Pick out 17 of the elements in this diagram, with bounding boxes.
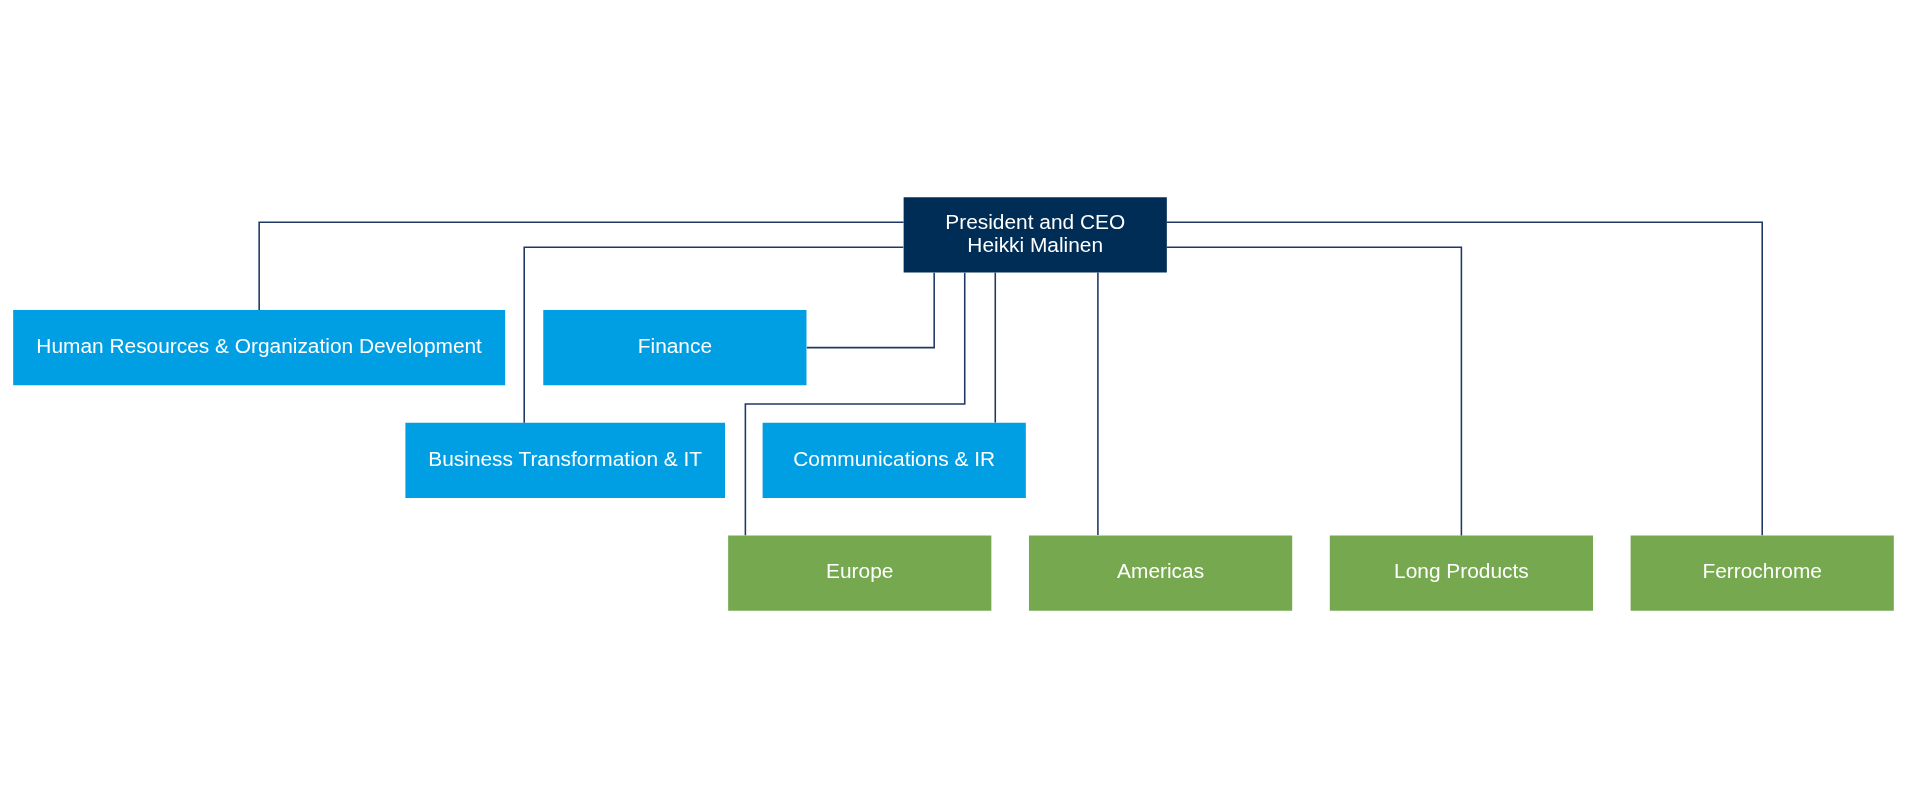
node-box: President and CEO Heikki Malinen [903,196,1167,272]
connector [257,220,904,311]
node-box: Americas [1028,535,1292,611]
connector [1096,271,1099,536]
node-box: Communications & IR [762,422,1026,498]
node-box: Long Products [1329,535,1593,611]
node-box: Ferrochrome [1630,535,1894,611]
connector [1165,246,1462,536]
node-box: Business Transformation & IT [404,422,725,498]
connector [994,271,996,423]
node-box: Human Resources & Organization Development [12,309,505,385]
node-box: Europe [727,535,991,611]
connector [1165,220,1763,536]
connector [805,271,935,348]
connector [744,271,965,536]
connector [522,246,904,424]
node-box: Finance [542,309,806,385]
